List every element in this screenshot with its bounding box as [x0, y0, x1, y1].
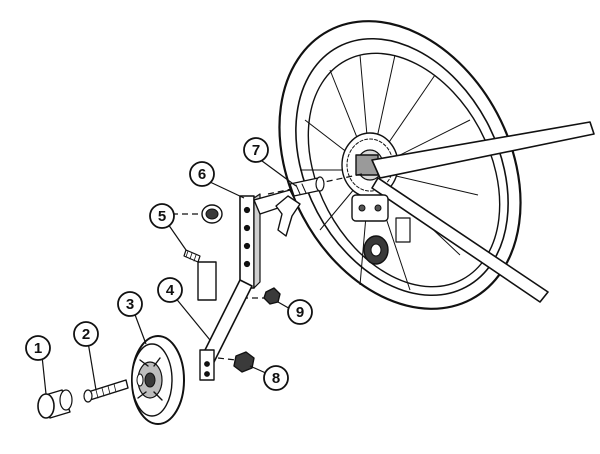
cap-knob	[37, 389, 73, 419]
mounting-bracket	[239, 189, 301, 289]
svg-text:8: 8	[272, 370, 280, 387]
bike-seatstay	[371, 177, 549, 303]
bike-rim	[307, 52, 501, 288]
bike-chainstay	[371, 121, 595, 179]
bike-tire-outer	[278, 20, 522, 310]
axle-spacer	[289, 176, 325, 197]
svg-text:4: 4	[166, 282, 175, 299]
callout-9: 9	[287, 299, 313, 325]
callout-3: 3	[117, 291, 143, 317]
svg-text:7: 7	[252, 142, 260, 159]
callout-4: 4	[157, 277, 183, 303]
svg-text:1: 1	[34, 340, 42, 357]
training-wheel	[131, 335, 185, 425]
svg-text:9: 9	[296, 304, 304, 321]
hex-nut-8	[233, 351, 255, 373]
callout-1: 1	[25, 335, 51, 361]
axle-bolt	[83, 379, 129, 403]
svg-text:6: 6	[198, 166, 206, 183]
callout-7: 7	[243, 137, 269, 163]
callout-8: 8	[263, 365, 289, 391]
hex-nut-9	[263, 287, 281, 305]
svg-text:2: 2	[82, 326, 90, 343]
leader-lines	[41, 157, 297, 395]
bolt-part-5	[183, 204, 223, 263]
callout-2: 2	[73, 321, 99, 347]
wheel-strut	[197, 261, 253, 381]
svg-text:3: 3	[126, 296, 134, 313]
svg-text:5: 5	[158, 208, 166, 225]
callout-5: 5	[149, 203, 175, 229]
bike-rear-wheel	[278, 20, 595, 310]
callout-6: 6	[189, 161, 215, 187]
bike-tire-inner	[295, 37, 509, 297]
bike-derailleur	[351, 194, 411, 265]
